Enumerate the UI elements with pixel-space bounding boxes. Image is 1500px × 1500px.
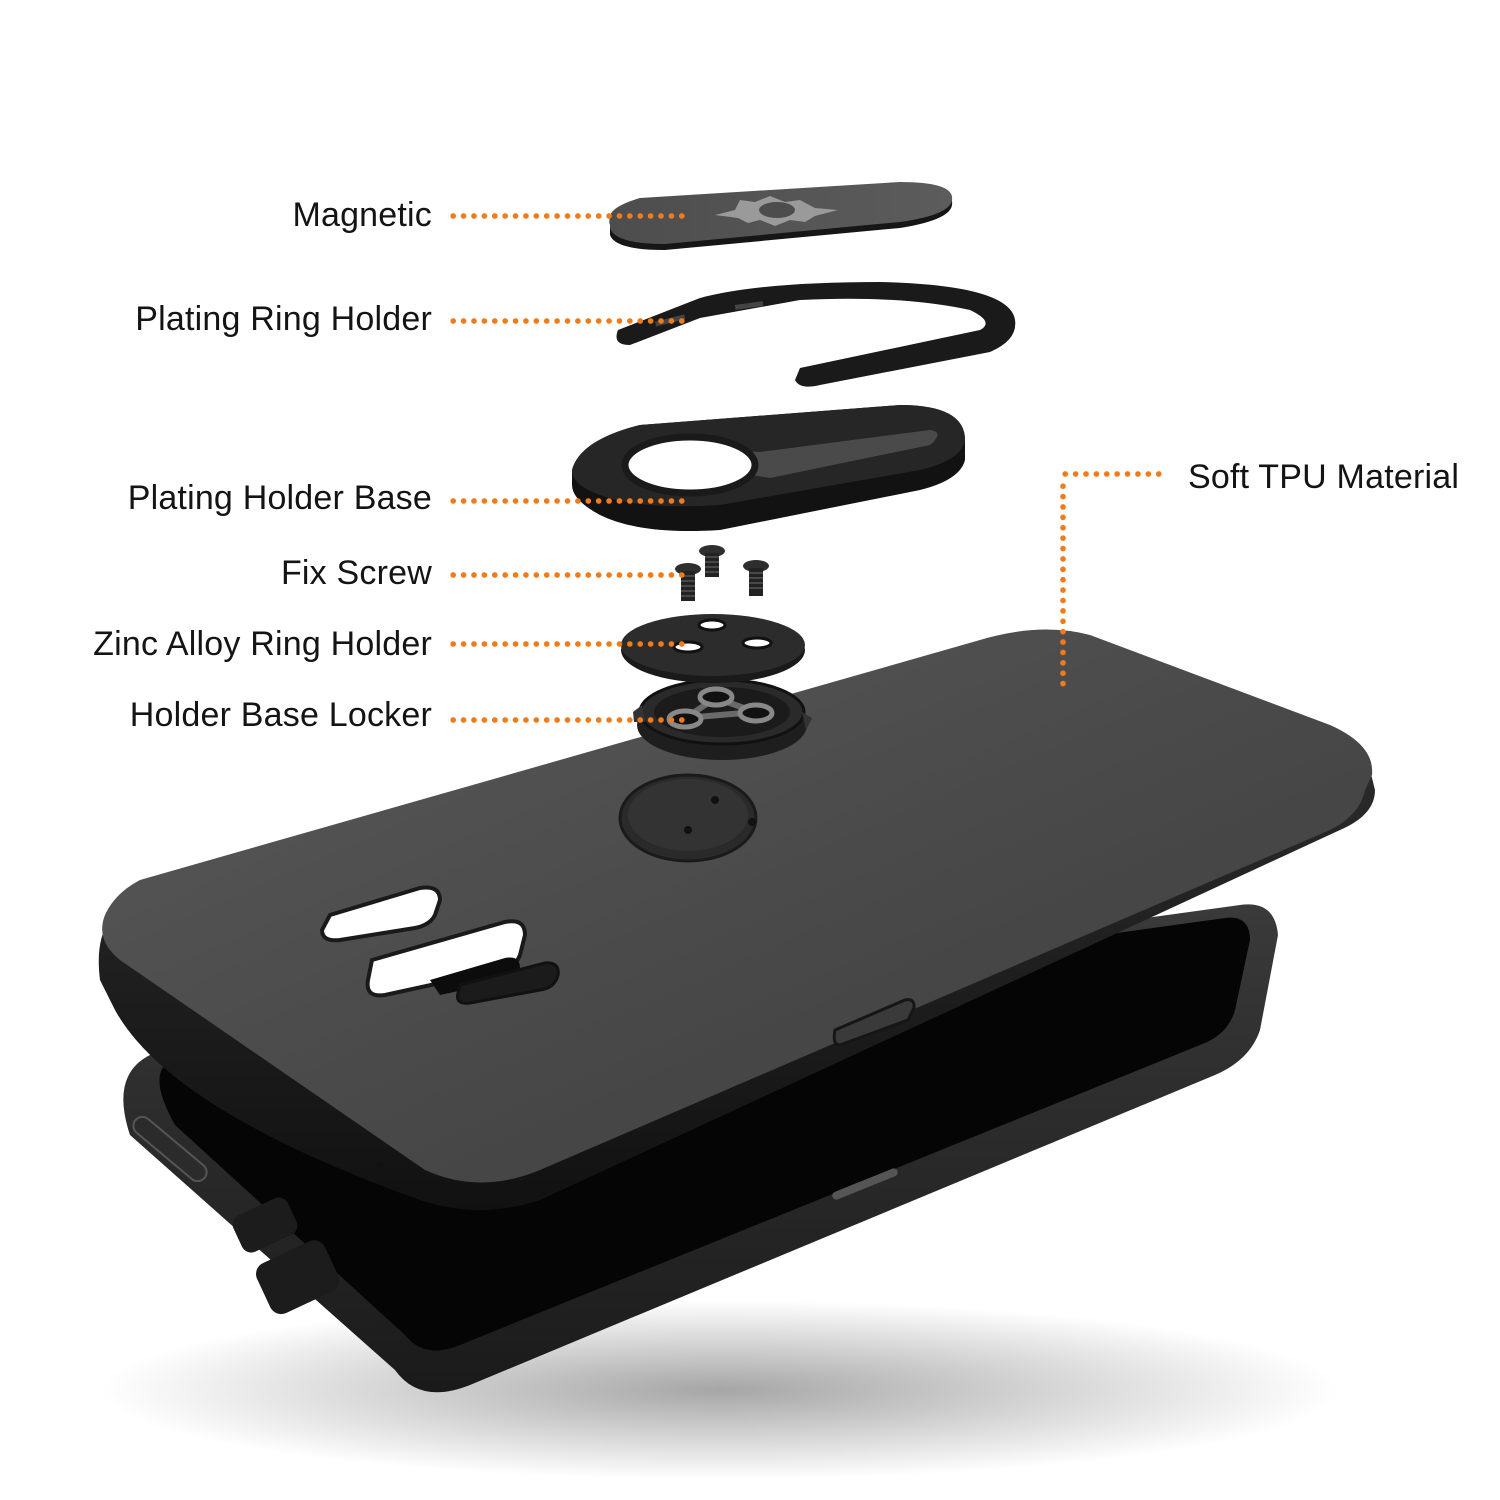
phone-case (98, 629, 1375, 1210)
plating-holder-base (572, 405, 965, 531)
floor-shadow (100, 1300, 1340, 1480)
plating-ring-holder (616, 282, 1016, 387)
leader-line-fix-screw (448, 572, 688, 578)
leader-line-plating-holder-base (448, 498, 688, 504)
callout-label-zinc-alloy-ring-holder: Zinc Alloy Ring Holder (93, 625, 432, 663)
callout-label-magnetic: Magnetic (292, 196, 432, 234)
callout-label-plating-ring-holder: Plating Ring Holder (135, 300, 432, 338)
callout-label-fix-screw: Fix Screw (280, 554, 432, 592)
magnetic-plate (609, 182, 953, 250)
callout-label-soft-tpu-material: Soft TPU Material (1188, 458, 1460, 496)
base-plate (618, 773, 758, 863)
callout-label-holder-base-locker: Holder Base Locker (129, 696, 432, 734)
brand-logo-icon (715, 196, 838, 226)
leader-line-magnetic (448, 213, 688, 219)
fix-screws (675, 545, 769, 601)
leader-line-soft-tpu-material-horizontal (1060, 471, 1166, 477)
leader-line-holder-base-locker (448, 717, 688, 723)
leader-line-soft-tpu-material-vertical (1060, 481, 1066, 689)
zinc-alloy-ring-holder (621, 614, 805, 683)
camera-cutouts (319, 885, 560, 1005)
holder-base-locker (633, 678, 812, 760)
callout-label-plating-holder-base: Plating Holder Base (127, 479, 432, 517)
leader-line-plating-ring-holder (448, 318, 688, 324)
leader-line-zinc-alloy-ring-holder (448, 641, 688, 647)
